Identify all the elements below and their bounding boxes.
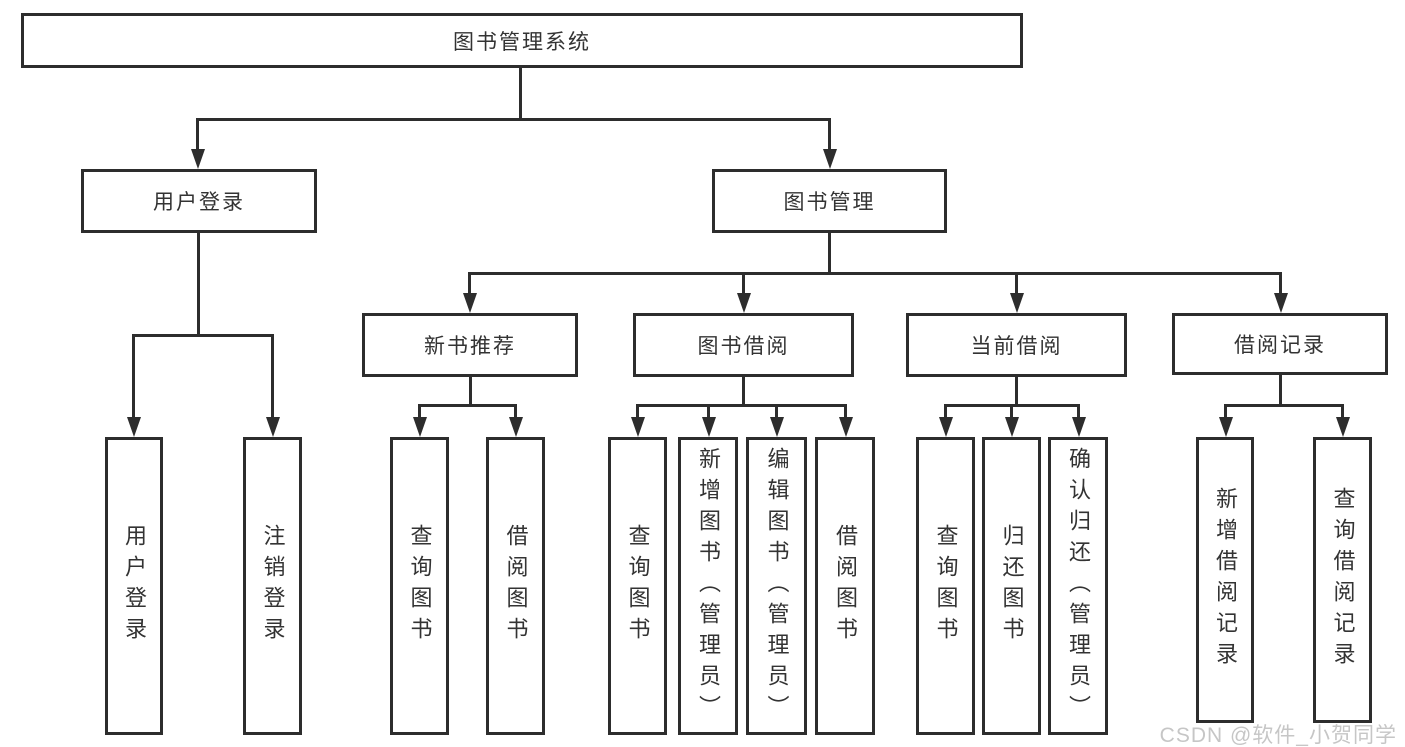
arrow-down-icon xyxy=(770,417,784,437)
node-label: 新书推荐 xyxy=(424,335,516,358)
arrow-down-icon xyxy=(839,417,853,437)
leaf-user-login: 用户登录 xyxy=(105,437,163,735)
leaf-edit-books-admin: 编辑图书（管理员） xyxy=(746,437,807,735)
node-label: 图书管理系统 xyxy=(453,30,591,54)
arrow-down-icon xyxy=(823,149,837,169)
line-segment xyxy=(418,404,421,419)
leaf-query-books-recommend: 查询图书 xyxy=(390,437,449,735)
node-label: 查询图书 xyxy=(933,524,959,648)
arrow-down-icon xyxy=(1010,293,1024,313)
line-segment xyxy=(469,377,472,407)
node-label: 查询图书 xyxy=(407,524,433,648)
arrow-down-icon xyxy=(127,417,141,437)
line-segment xyxy=(1077,404,1080,419)
leaf-logout: 注销登录 xyxy=(243,437,302,735)
line-segment xyxy=(196,118,199,151)
node-label: 图书管理 xyxy=(783,191,876,214)
line-segment xyxy=(1279,272,1282,295)
arrow-down-icon xyxy=(1219,417,1233,437)
arrow-down-icon xyxy=(509,417,523,437)
line-segment xyxy=(514,404,517,419)
line-segment xyxy=(132,334,135,419)
node-label: 查询图书 xyxy=(625,524,651,648)
line-segment xyxy=(1224,404,1344,407)
line-segment xyxy=(1015,377,1018,407)
line-segment xyxy=(418,404,517,407)
node-label: 查询借阅记录 xyxy=(1330,487,1356,673)
line-segment xyxy=(132,334,274,337)
leaf-query-books-borrowing: 查询图书 xyxy=(608,437,667,735)
node-book-management: 图书管理 xyxy=(712,169,947,233)
line-segment xyxy=(468,272,471,295)
line-segment xyxy=(1015,272,1018,295)
line-segment xyxy=(844,404,847,419)
arrow-down-icon xyxy=(631,417,645,437)
leaf-borrow-books: 借阅图书 xyxy=(815,437,875,735)
node-label: 用户登录 xyxy=(122,524,147,648)
arrow-down-icon xyxy=(1005,417,1019,437)
leaf-confirm-return-admin: 确认归还（管理员） xyxy=(1048,437,1108,735)
line-segment xyxy=(468,272,1282,275)
arrow-down-icon xyxy=(702,417,716,437)
node-library-management-system: 图书管理系统 xyxy=(21,13,1023,68)
leaf-borrow-books-recommend: 借阅图书 xyxy=(486,437,545,735)
node-label: 借阅图书 xyxy=(503,524,529,648)
leaf-query-books-current: 查询图书 xyxy=(916,437,975,735)
node-label: 编辑图书（管理员） xyxy=(764,446,790,726)
arrow-down-icon xyxy=(1274,293,1288,313)
arrow-down-icon xyxy=(1072,417,1086,437)
leaf-query-borrow-record: 查询借阅记录 xyxy=(1313,437,1372,723)
arrow-down-icon xyxy=(463,293,477,313)
arrow-down-icon xyxy=(737,293,751,313)
line-segment xyxy=(519,68,522,121)
line-segment xyxy=(828,233,831,275)
leaf-return-books: 归还图书 xyxy=(982,437,1041,735)
line-segment xyxy=(196,118,831,121)
arrow-down-icon xyxy=(191,149,205,169)
node-user-login: 用户登录 xyxy=(81,169,317,233)
line-segment xyxy=(1010,404,1013,419)
line-segment xyxy=(707,404,710,419)
node-new-book-recommendation: 新书推荐 xyxy=(362,313,578,377)
line-segment xyxy=(775,404,778,419)
line-segment xyxy=(742,377,745,407)
leaf-add-borrow-record: 新增借阅记录 xyxy=(1196,437,1254,723)
arrow-down-icon xyxy=(939,417,953,437)
arrow-down-icon xyxy=(266,417,280,437)
arrow-down-icon xyxy=(1336,417,1350,437)
node-label: 借阅图书 xyxy=(833,524,858,648)
watermark: CSDN @软件_小贺同学 xyxy=(1159,724,1397,747)
node-current-borrowing: 当前借阅 xyxy=(906,313,1127,377)
node-book-borrowing: 图书借阅 xyxy=(633,313,854,377)
node-label: 确认归还（管理员） xyxy=(1066,446,1091,726)
line-segment xyxy=(1279,375,1282,407)
node-label: 归还图书 xyxy=(999,524,1025,648)
line-segment xyxy=(1341,404,1344,419)
node-label: 注销登录 xyxy=(260,524,286,648)
node-label: 新增图书（管理员） xyxy=(696,446,721,726)
line-segment xyxy=(636,404,847,407)
node-label: 当前借阅 xyxy=(970,335,1063,358)
node-label: 新增借阅记录 xyxy=(1213,487,1238,673)
node-label: 用户登录 xyxy=(153,191,245,214)
line-segment xyxy=(197,233,200,337)
node-borrowing-records: 借阅记录 xyxy=(1172,313,1388,375)
node-label: 图书借阅 xyxy=(697,335,790,358)
line-segment xyxy=(636,404,639,419)
line-segment xyxy=(828,118,831,151)
line-segment xyxy=(944,404,947,419)
node-label: 借阅记录 xyxy=(1234,334,1326,357)
line-segment xyxy=(742,272,745,295)
leaf-add-books-admin: 新增图书（管理员） xyxy=(678,437,738,735)
line-segment xyxy=(1224,404,1227,419)
arrow-down-icon xyxy=(413,417,427,437)
line-segment xyxy=(271,334,274,419)
